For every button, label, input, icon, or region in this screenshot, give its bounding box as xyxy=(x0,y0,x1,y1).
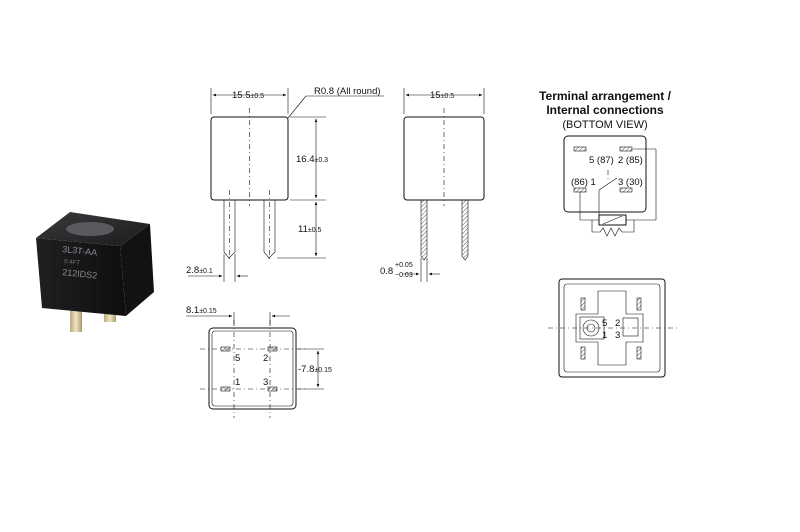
end-width-tol: ±0.5 xyxy=(441,93,455,100)
photo-logo-oval xyxy=(66,222,114,236)
svg-text:16.4±0.3: 16.4±0.3 xyxy=(296,154,328,165)
terminal-pin-5-slot xyxy=(573,146,587,152)
relay-photo: 3L3T-AA 0.4FT 212IDS2 xyxy=(36,212,154,332)
svg-text:2.8±0.1: 2.8±0.1 xyxy=(186,265,213,276)
socket-pin-5-label: 5 xyxy=(602,318,607,329)
socket-pin-3-label: 3 xyxy=(615,330,620,341)
pitch-y-tol: ±0.15 xyxy=(314,367,332,374)
side-view-pin-left xyxy=(223,200,236,259)
bottom-pin-5-label: 5 xyxy=(235,353,240,364)
socket-slot-tl xyxy=(580,297,586,311)
terminal-pin-3-label: 3 (30) xyxy=(618,177,643,188)
terminal-title-line2: Internal connections xyxy=(546,103,664,117)
pitch-x-tol: ±0.15 xyxy=(199,308,217,315)
end-view: 15±0.5 0.8 +0.05 −0.03 xyxy=(380,88,485,282)
bottom-pin-1-label: 1 xyxy=(235,377,240,388)
bottom-view-body xyxy=(208,327,297,410)
pitch-x-dim: 8.1 xyxy=(186,305,199,316)
socket-slot-br xyxy=(636,346,642,360)
terminal-body xyxy=(563,135,647,213)
bottom-pin-3-label: 3 xyxy=(263,377,268,388)
pin-thickness-dim: 0.8 xyxy=(380,266,393,277)
coil-symbol xyxy=(598,214,627,226)
pin-thickness-tol-plus: +0.05 xyxy=(395,262,413,269)
terminal-title-line1: Terminal arrangement / xyxy=(539,89,671,103)
side-height-dim: 16.4 xyxy=(296,154,315,165)
socket-view: 5 2 1 3 xyxy=(548,278,678,378)
svg-text:-7.8±0.15: -7.8±0.15 xyxy=(298,364,332,375)
pin-width-dim: 2.8 xyxy=(186,265,199,276)
terminal-pin-1-label: (86) 1 xyxy=(571,177,596,188)
terminal-subtitle: (BOTTOM VIEW) xyxy=(562,119,647,131)
svg-text:15±0.5: 15±0.5 xyxy=(430,90,454,101)
end-width-dim: 15 xyxy=(430,90,441,101)
pitch-y-dim: 7.8 xyxy=(301,364,314,375)
end-view-pin-left xyxy=(420,199,428,261)
terminal-pin-2-slot xyxy=(619,146,633,152)
bottom-pin-1-slot xyxy=(220,386,231,392)
side-width-tol: ±0.5 xyxy=(251,93,265,100)
terminal-pin-5-label: 5 (87) xyxy=(589,155,614,166)
end-view-pin-right xyxy=(461,199,469,261)
terminal-arrangement: Terminal arrangement / Internal connecti… xyxy=(539,89,672,237)
resistor-symbol xyxy=(591,220,635,237)
socket-square-terminal xyxy=(622,317,639,337)
side-height-tol: ±0.3 xyxy=(315,157,329,164)
photo-right-face xyxy=(120,224,154,316)
bottom-pin-5-slot xyxy=(220,346,231,352)
svg-text:11±0.5: 11±0.5 xyxy=(298,224,322,235)
photo-marking-1: 3L3T-AA xyxy=(62,244,98,258)
bottom-pin-2-label: 2 xyxy=(263,353,268,364)
svg-text:8.1±0.15: 8.1±0.15 xyxy=(186,305,217,316)
socket-slot-bl xyxy=(580,346,586,360)
terminal-pin-1-slot xyxy=(573,187,587,193)
switch-contact xyxy=(598,177,618,191)
pin-thickness-tol-minus: −0.03 xyxy=(395,272,413,279)
side-width-dim: 15.5 xyxy=(232,90,251,101)
photo-marking-3: 212IDS2 xyxy=(62,267,98,281)
bottom-pin-3-slot xyxy=(267,386,278,392)
side-view: 15.5±0.5 R0.8 (All round) 16.4±0.3 11±0.… xyxy=(186,86,384,282)
corner-radius-note: R0.8 (All round) xyxy=(314,86,381,97)
socket-slot-tr xyxy=(636,297,642,311)
bottom-pin-2-slot xyxy=(267,346,278,352)
socket-pin-1-label: 1 xyxy=(602,330,607,341)
bottom-view: 5 2 1 3 8.1±0.15 -7.8±0.15 xyxy=(186,305,332,418)
socket-cross xyxy=(575,290,644,366)
photo-front-face xyxy=(36,238,126,316)
side-view-pin-right xyxy=(263,200,276,259)
socket-pin-2-label: 2 xyxy=(615,318,620,329)
svg-text:15.5±0.5: 15.5±0.5 xyxy=(232,90,264,101)
photo-marking-2: 0.4FT xyxy=(64,259,81,267)
pin-length-dim: 11 xyxy=(298,224,308,235)
terminal-pin-3-slot xyxy=(619,187,633,193)
pin-width-tol: ±0.1 xyxy=(199,268,213,275)
terminal-pin-2-label: 2 (85) xyxy=(618,155,643,166)
pin-length-tol: ±0.5 xyxy=(308,227,322,234)
